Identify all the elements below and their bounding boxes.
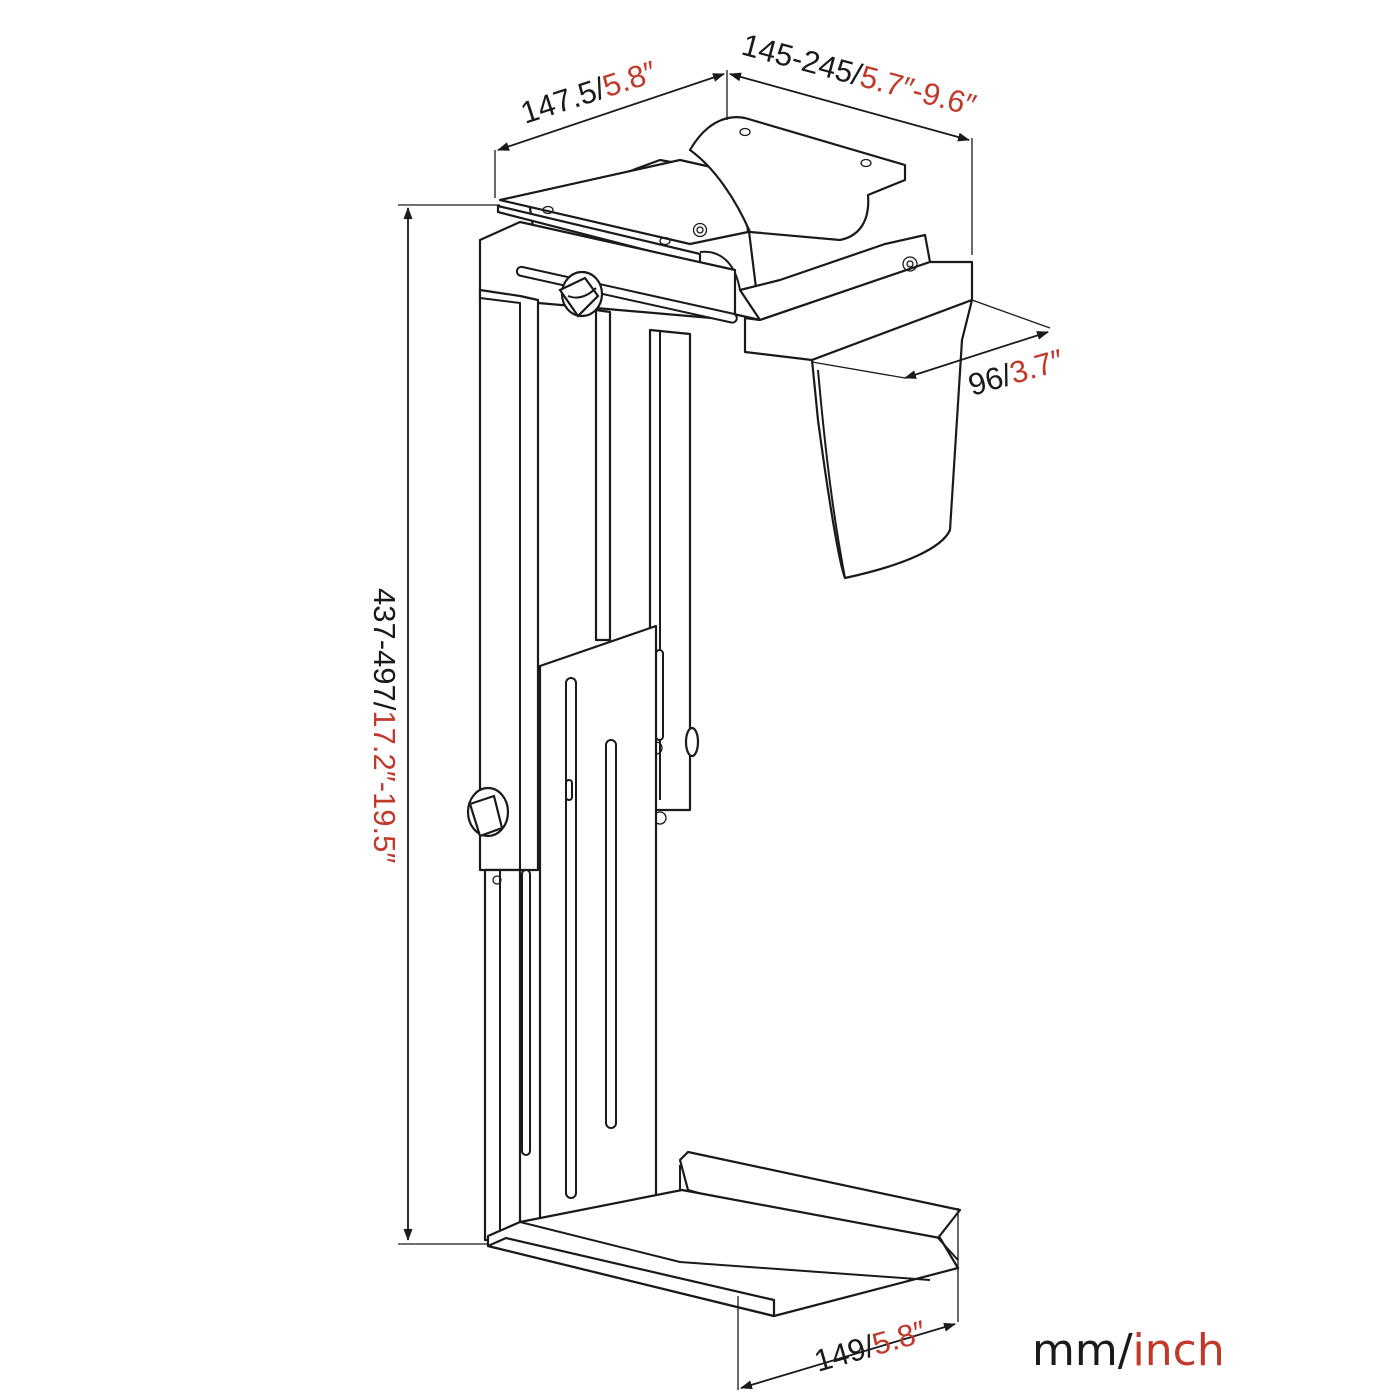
clamp-range-label: 145-245/5.7″-9.6″ [738,27,980,123]
top-width-inch: 5.8″ [598,54,660,104]
units-inch: inch [1133,1325,1225,1376]
height-range-mm: 437-497/ [367,588,402,711]
top-width-mm: 147.5/ [516,71,609,131]
dimension-lines [398,70,1051,1390]
left-adjustment-knob [466,786,510,838]
height-range-label: 437-497/17.2″-19.5″ [367,588,402,863]
height-range-inch: 17.2″-19.5″ [367,710,402,863]
side-plate-label: 96/3.7″ [964,342,1067,402]
clamp-range-mm: 145-245/ [738,27,866,93]
side-plate-inch: 3.7″ [1006,342,1068,391]
bottom-width-label: 149/5.8″ [810,1314,930,1379]
bottom-support-tray [486,1150,962,1318]
bottom-width-inch: 5.8″ [868,1314,930,1363]
units-mm: mm/ [1032,1325,1133,1376]
left-vertical-post [478,288,540,1242]
middle-vertical-posts [594,308,700,825]
units-legend: mm/inch [1032,1325,1225,1376]
center-slide-plate [538,624,658,1234]
pc-holder-drawing [466,116,974,1318]
bottom-width-mm: 149/ [810,1328,878,1378]
top-adjustment-knob [558,270,604,318]
